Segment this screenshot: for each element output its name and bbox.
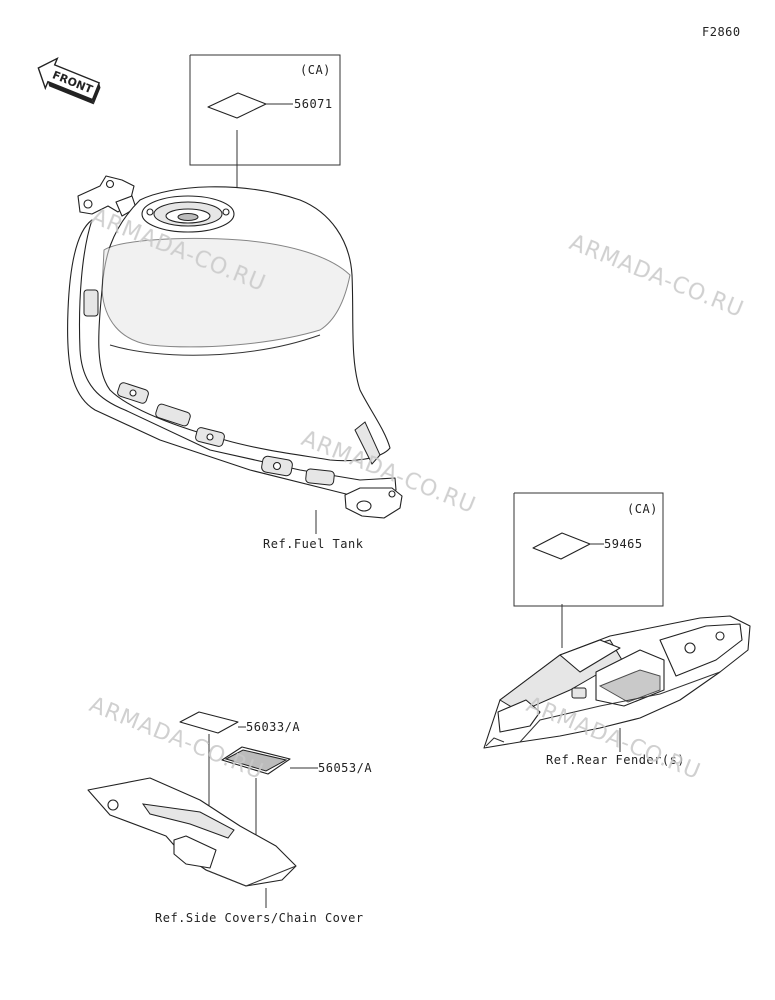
callout-box-fuel-tank — [189, 54, 341, 166]
label-decal-56071 — [207, 92, 267, 119]
rear-fender-illustration — [483, 615, 751, 752]
watermark-4: ARMADA-CO.RU — [86, 692, 267, 785]
ref-rear-fender-label: Ref.Rear Fender(s) — [546, 753, 685, 767]
watermark-2: ARMADA-CO.RU — [566, 230, 747, 323]
front-arrow-icon: FRONT — [37, 56, 101, 105]
chain-cover-illustration — [87, 777, 297, 908]
rear-fender-callout: (CA) 59465 — [513, 492, 664, 648]
region-label-ca-fender: (CA) — [627, 502, 658, 516]
fuel-tank-illustration — [67, 175, 403, 534]
part-number-56053a: 56053/A — [318, 761, 372, 775]
part-number-56033a: 56033/A — [246, 720, 300, 734]
callout-box-rear-fender — [513, 492, 664, 607]
fuel-tank-callout: (CA) 56071 — [189, 54, 341, 230]
region-label-ca-tank: (CA) — [300, 63, 331, 77]
part-number-59465: 59465 — [604, 537, 643, 551]
ref-side-covers-label: Ref.Side Covers/Chain Cover — [155, 911, 364, 925]
part-number-56071: 56071 — [294, 97, 333, 111]
side-cover-decals: 56033/A 56053/A — [179, 711, 372, 852]
ref-fuel-tank-label: Ref.Fuel Tank — [263, 537, 364, 551]
label-decal-56033a — [179, 711, 239, 734]
label-decal-59465 — [532, 532, 591, 560]
figure-id: F2860 — [702, 25, 741, 39]
